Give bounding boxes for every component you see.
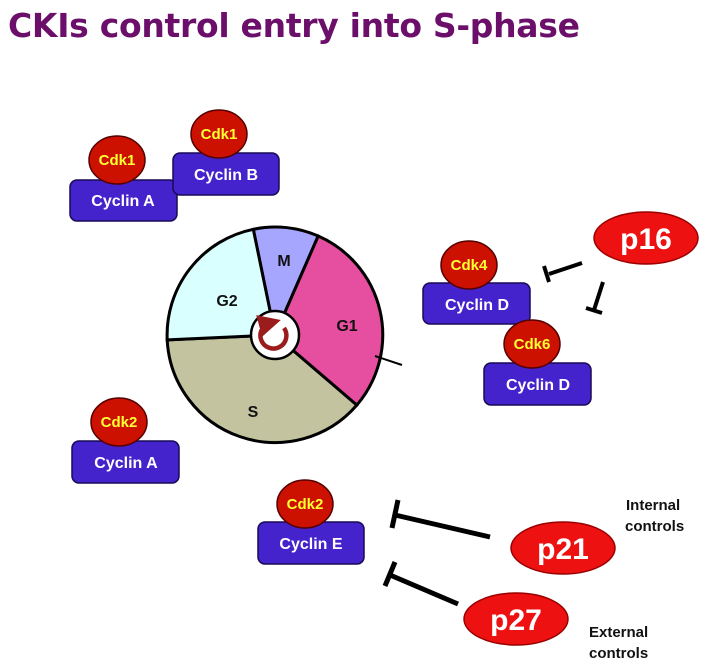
inhibitor-p16: p16 [593,211,699,265]
cell-cycle-wheel: M G1 G2 S [165,225,403,444]
p27-label: p27 [490,604,542,637]
cyclin-b-label: Cyclin B [194,167,258,184]
p16-cdk4-inhibition-bar [542,265,551,283]
p21-oval [510,521,616,575]
p27-oval [463,592,569,646]
cdk2-label: Cdk2 [101,414,138,431]
cyclin-e-label: Cyclin E [279,536,342,553]
internal-controls-label: Internal controls [625,497,684,535]
phase-g2-label: G2 [216,293,237,310]
external-controls-line-1: External [589,624,648,641]
p16-oval [593,211,699,265]
cdk2-oval [90,397,148,447]
cyclin-a-label: Cyclin A [91,193,155,210]
inhibitor-p27: p27 [463,592,569,646]
phase-g1-sector [273,234,385,408]
cdk6-label: Cdk6 [514,336,551,353]
restriction-point-tick [374,355,403,366]
p16-cdk6-inhibition-bar [585,306,603,315]
complex-cdk2-cyclin-e: Cyclin E Cdk2 [257,479,365,565]
p16-cdk6-inhibition-line [592,281,605,311]
p21-cdk2-inhibition-line [394,512,491,540]
phase-s-sector [165,333,359,444]
complex-cdk6-cyclin-d: Cyclin D Cdk6 [483,319,592,406]
cdk1-label: Cdk1 [201,126,238,143]
phase-s-label: S [248,404,259,421]
phase-g1-label: G1 [336,318,357,335]
cdk4-oval [440,240,498,290]
cyclin-a-label: Cyclin A [94,455,158,472]
phase-g2-sector [165,227,277,342]
cyclin-d-label: Cyclin D [506,377,570,394]
cdk1-oval [190,109,248,159]
external-controls-line-2: controls [589,645,648,662]
inhibitor-p21: p21 [510,521,616,575]
circular-arrow-icon [256,315,289,351]
cdk1-label: Cdk1 [99,152,136,169]
p27-cdk2-inhibition-line [389,572,459,607]
p16-cdk4-inhibition-line [548,261,583,276]
cdk6-oval [503,319,561,369]
cdk2-label: Cdk2 [287,496,324,513]
inhibition-arrows [382,261,605,607]
phase-m-label: M [277,253,290,270]
cdk1-oval [88,135,146,185]
complex-cdk2-cyclin-a: Cyclin A Cdk2 [71,397,180,484]
p27-cdk2-inhibition-bar [382,561,398,587]
complex-cdk4-cyclin-d: Cyclin D Cdk4 [422,240,531,325]
p21-label: p21 [537,533,589,566]
complex-cdk1-cyclin-b: Cyclin B Cdk1 [172,109,280,196]
cyclin-d-label: Cyclin D [445,297,509,314]
external-controls-label: External controls [589,624,648,662]
slide-title: CKIs control entry into S-phase [8,6,580,45]
internal-controls-line-2: controls [625,518,684,535]
p21-cdk2-inhibition-bar [389,499,401,529]
complex-cdk1-cyclin-a: Cyclin A Cdk1 [69,135,178,222]
cdk4-label: Cdk4 [451,257,488,274]
internal-controls-line-1: Internal [626,497,680,514]
cdk2-oval [276,479,334,529]
p16-label: p16 [620,223,672,256]
